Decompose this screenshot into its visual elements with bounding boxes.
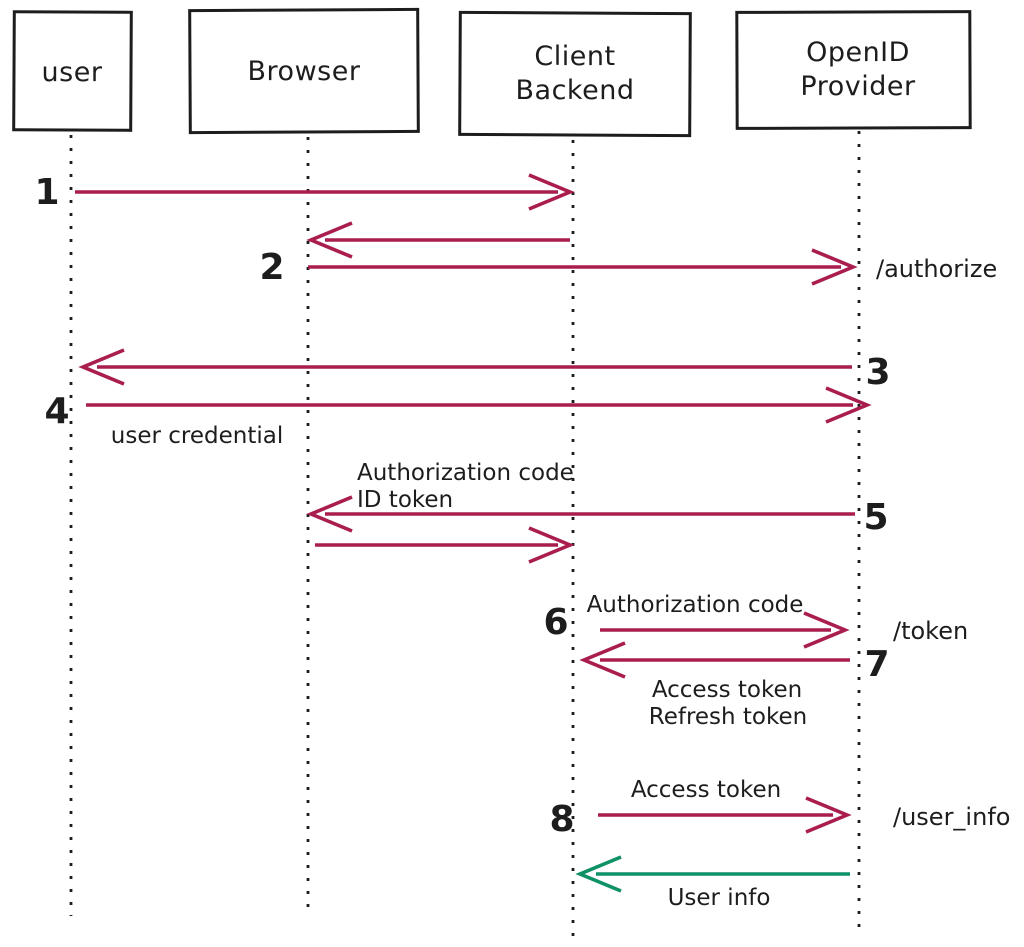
endpoint-token-label: /token <box>893 617 968 645</box>
arrow-redirect-head <box>306 221 353 259</box>
actor-client-backend-label-2: Backend <box>516 75 635 106</box>
message-7: 7 Access token Refresh token <box>579 641 890 730</box>
message-2: 2 /authorize <box>259 247 997 288</box>
actor-openid-provider <box>735 10 972 130</box>
actor-client-backend-box <box>458 10 692 138</box>
arrow-8-head <box>805 796 852 834</box>
actor-openid-provider-label-1: OpenID <box>806 37 910 68</box>
actor-user <box>12 10 133 132</box>
message-5-label-1: Authorization code <box>357 460 574 486</box>
endpoint-authorize-label: /authorize <box>876 255 997 283</box>
arrow-4-head <box>825 386 872 424</box>
endpoint-user-info-label: /user_info <box>893 803 1010 831</box>
arrow-3-head <box>78 348 125 386</box>
actor-browser <box>188 7 420 135</box>
step-4-number: 4 <box>44 391 69 432</box>
step-8-number: 8 <box>549 799 574 840</box>
arrow-6-head <box>803 611 850 649</box>
message-5: Authorization code ID token 5 <box>306 460 889 538</box>
message-8-label: Access token <box>631 777 781 803</box>
actor-client-backend <box>458 10 692 138</box>
message-3: 3 <box>78 348 891 393</box>
message-8: Access token 8 /user_info <box>549 777 1010 840</box>
arrow-forward-head <box>528 526 575 564</box>
message-7-label-1: Access token <box>652 677 802 703</box>
message-redirect-to-browser <box>306 221 570 259</box>
step-3-number: 3 <box>865 352 890 393</box>
actor-browser-box <box>188 7 420 135</box>
step-7-number: 7 <box>864 644 889 685</box>
actor-user-box <box>12 10 133 132</box>
actor-client-backend-label-1: Client <box>534 41 615 72</box>
message-4: 4 user credential <box>44 386 872 449</box>
message-5-label-2: ID token <box>357 487 453 513</box>
actor-openid-provider-label-2: Provider <box>800 71 916 102</box>
message-4-label: user credential <box>111 423 283 449</box>
step-1-number: 1 <box>34 172 59 213</box>
actor-openid-provider-box <box>735 10 972 130</box>
actor-browser-label: Browser <box>248 56 361 87</box>
actor-user-label: user <box>42 57 103 88</box>
arrow-7-head <box>579 641 626 679</box>
step-6-number: 6 <box>543 602 568 643</box>
message-6: Authorization code 6 /token <box>543 592 968 649</box>
message-user-info-label: User info <box>668 885 771 911</box>
message-forward-code <box>315 526 575 564</box>
arrow-2-head <box>811 248 858 286</box>
message-6-label: Authorization code <box>587 592 804 618</box>
step-5-number: 5 <box>863 497 888 538</box>
message-user-info: User info <box>575 855 850 911</box>
arrow-5-head <box>306 495 353 533</box>
arrow-user-info-head <box>575 855 622 893</box>
message-7-label-2: Refresh token <box>649 704 807 730</box>
step-2-number: 2 <box>259 247 284 288</box>
arrow-1-head <box>528 173 575 211</box>
message-1: 1 <box>34 172 575 213</box>
